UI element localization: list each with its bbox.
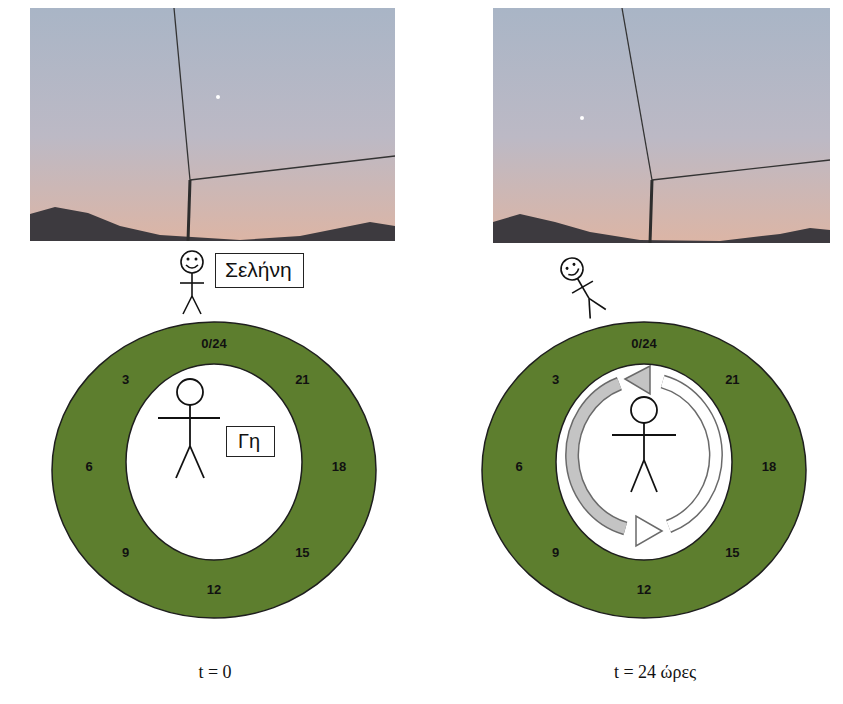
arrow-outline [663,382,716,527]
stick-figure [158,379,220,478]
sky-photo [493,8,830,243]
arrowhead [636,516,662,546]
guy-wire [652,160,830,180]
hour-number: 3 [552,373,559,386]
hour-number: 18 [332,460,346,473]
moon-dot [216,95,220,99]
label-box: Σελήνη [215,253,304,288]
stick-figure [556,253,608,320]
ring-shape [480,320,808,620]
box-text: Γη [238,429,263,453]
guy-wire [190,156,395,180]
white-arc [663,382,716,527]
clock-ring: 0/24 3 21 6 18 9 15 12 Γη [50,320,378,620]
stick-figure [180,251,204,314]
mountains [30,207,395,241]
hour-number: 18 [762,460,776,473]
rotation-arrows [572,366,716,546]
arrow-outline [572,384,625,529]
hour-number: 12 [207,583,221,596]
sky-photo [30,8,395,241]
hour-number: 21 [725,373,739,386]
green-band [482,322,806,618]
hour-number: 9 [122,546,129,559]
arrowhead [625,366,650,394]
green-band [52,322,376,618]
hour-number: 0/24 [631,337,656,350]
hour-number: 15 [295,546,309,559]
time-label: t = 24 ώρες [614,662,696,683]
mountains [493,214,830,243]
stick-figure [612,397,676,492]
hour-number: 21 [295,373,309,386]
mast [188,180,190,241]
ring-shape [50,320,378,620]
hour-number: 6 [515,460,522,473]
mast-wire [174,8,190,180]
sky [493,8,830,243]
hour-number: 12 [637,583,651,596]
hour-number: 9 [552,546,559,559]
box-text: Σελήνη [225,257,294,282]
hour-number: 3 [122,373,129,386]
clock-ring: 0/24 3 21 6 18 9 15 12 [480,320,808,620]
label-box: Γη [226,426,275,457]
hour-number: 15 [725,546,739,559]
mast [650,180,652,243]
hour-number: 6 [85,460,92,473]
moon-dot [580,116,584,120]
hour-number: 0/24 [201,337,226,350]
sky [30,8,395,241]
grey-arc [572,384,625,529]
mast-wire [622,8,652,180]
time-label: t = 0 [198,662,231,683]
